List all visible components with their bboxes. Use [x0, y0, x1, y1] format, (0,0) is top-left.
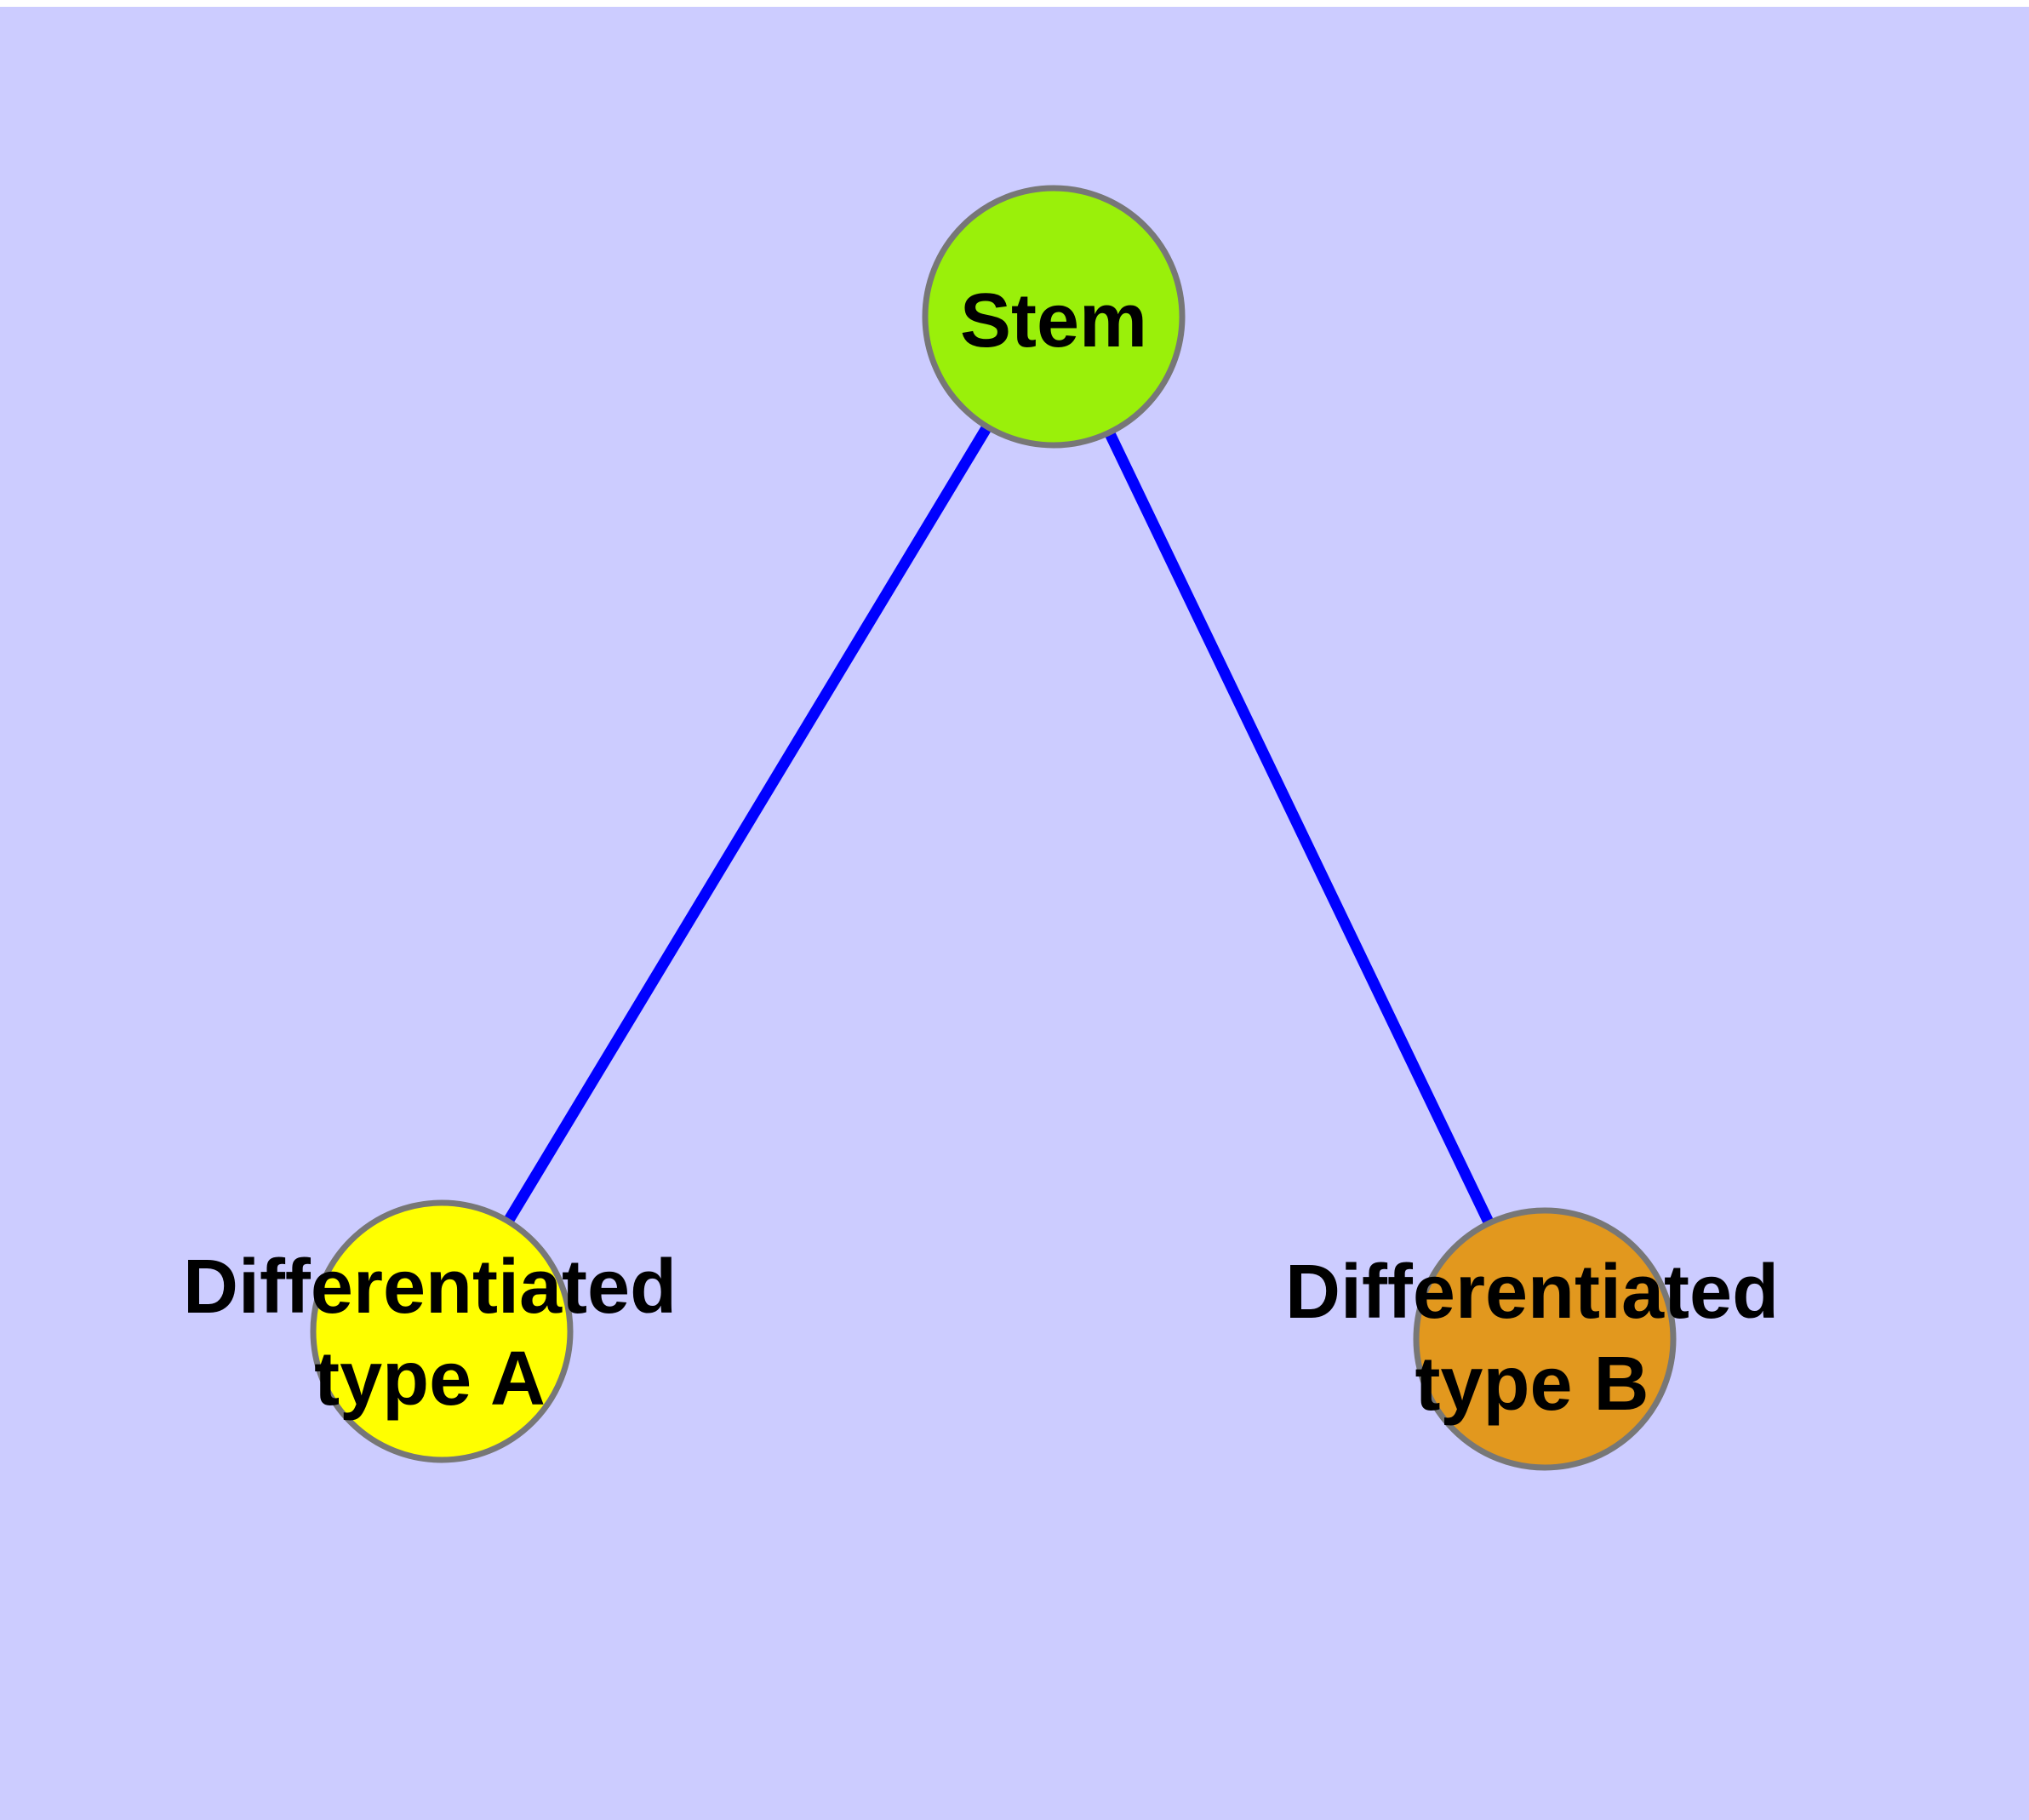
- node-label-stem-line-1: Stem: [959, 278, 1148, 363]
- edge-stem-to-type-a: [437, 313, 1059, 1335]
- node-label-type-a-line-2: type A: [314, 1336, 546, 1422]
- top-margin-strip: [0, 0, 2029, 7]
- node-label-type-b-line-1: Differentiated: [1284, 1250, 1780, 1335]
- edge-stem-to-type-b: [1049, 314, 1550, 1342]
- node-label-stem: Stem: [960, 275, 1147, 367]
- node-differentiated-type-b-circle: [1413, 1207, 1677, 1471]
- node-label-type-b-line-2: type B: [1415, 1342, 1649, 1427]
- node-label-differentiated-type-a: Differentiated type A: [183, 1241, 677, 1425]
- node-stem-circle: [922, 185, 1186, 449]
- node-label-type-a-line-1: Differentiated: [182, 1245, 677, 1330]
- node-differentiated-type-a-circle: [310, 1199, 574, 1463]
- node-label-differentiated-type-b: Differentiated type B: [1285, 1246, 1779, 1430]
